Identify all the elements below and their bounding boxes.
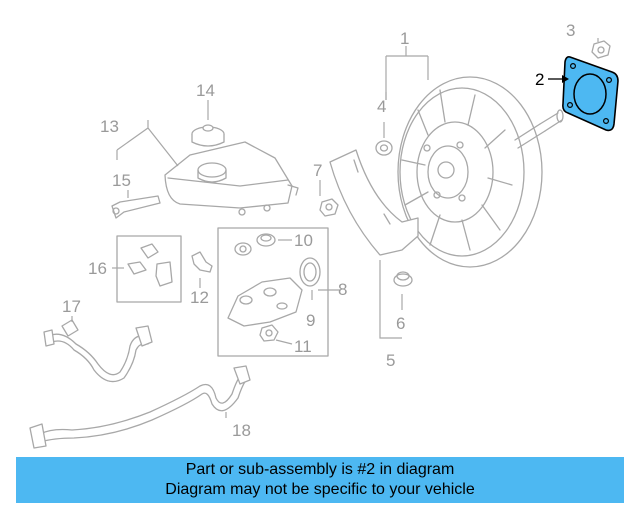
reservoir-part xyxy=(164,141,299,216)
callout-8: 8 xyxy=(338,280,347,299)
vacuum-hose-part-17 xyxy=(43,319,153,383)
grommet-part-6 xyxy=(393,271,413,287)
callout-15: 15 xyxy=(112,171,131,190)
grommet-part-4 xyxy=(375,140,393,156)
callout-5: 5 xyxy=(386,351,395,370)
brake-booster-part xyxy=(397,76,564,268)
callout-3: 3 xyxy=(566,21,575,40)
banner-part-line: Part or sub-assembly is #2 in diagram xyxy=(185,461,455,478)
callout-7: 7 xyxy=(313,161,322,180)
vacuum-hose-part-18 xyxy=(29,365,251,449)
callout-14: 14 xyxy=(196,81,215,100)
booster-gasket-part xyxy=(562,56,619,132)
callout-labels: 1 2 3 4 5 6 7 8 9 10 11 12 13 14 15 16 1… xyxy=(62,21,575,440)
leader-lines xyxy=(71,38,599,418)
callout-18: 18 xyxy=(232,421,251,440)
bleeder-part-12 xyxy=(191,251,213,273)
callout-17: 17 xyxy=(62,297,81,316)
callout-13: 13 xyxy=(100,117,119,136)
nut-part-7 xyxy=(319,198,339,217)
callout-1: 1 xyxy=(400,29,409,48)
callout-16: 16 xyxy=(88,259,107,278)
heat-shield-part xyxy=(329,149,419,256)
info-banner: Part or sub-assembly is #2 in diagram Di… xyxy=(16,457,624,503)
callout-4: 4 xyxy=(377,97,386,116)
pin-part-15 xyxy=(111,195,161,219)
callout-6: 6 xyxy=(396,314,405,333)
sensor-box-part-16 xyxy=(116,235,182,303)
reservoir-cap-part xyxy=(191,124,225,147)
callout-10: 10 xyxy=(294,231,313,250)
parts-diagram: 1 2 3 4 5 6 7 8 9 10 11 12 13 14 15 16 1… xyxy=(29,21,619,449)
callout-11: 11 xyxy=(294,337,312,356)
callout-2: 2 xyxy=(535,70,544,89)
callout-12: 12 xyxy=(190,288,209,307)
banner-disclaimer-line: Diagram may not be specific to your vehi… xyxy=(165,481,475,498)
master-cylinder-box-part-8 xyxy=(217,227,329,357)
nut-part-3 xyxy=(591,40,611,59)
callout-9: 9 xyxy=(306,311,315,330)
